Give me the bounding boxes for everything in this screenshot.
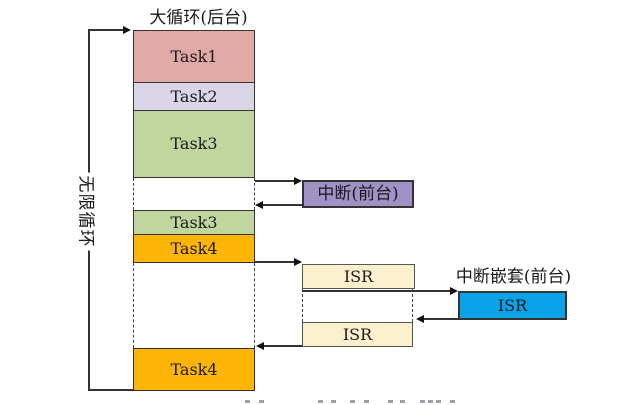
loop-top-line — [88, 29, 125, 31]
isr-gap-dash-left — [302, 289, 303, 322]
arrow-return-from-interrupt-head-icon — [255, 201, 263, 209]
task-segment-task1: Task1 — [133, 30, 255, 83]
arrow-to-nested-isr-head-icon — [450, 287, 458, 295]
arrow-to-interrupt-line — [255, 180, 296, 182]
arrow-return-from-nested-head-icon — [416, 315, 424, 323]
cutoff-caption-mark — [331, 400, 336, 403]
task-segment-task3-resumed: Task3 — [133, 210, 255, 235]
cutoff-caption-mark — [420, 400, 425, 403]
cutoff-caption-mark — [428, 400, 433, 403]
cutoff-caption-mark — [350, 400, 355, 403]
task-segment-task4-resumed: Task4 — [133, 348, 255, 391]
arrow-to-interrupt-head-icon — [294, 177, 302, 185]
idle-gap-isr — [133, 263, 255, 348]
nested-interrupt-title: 中断嵌套(前台) — [455, 266, 572, 287]
arrow-return-from-interrupt-line — [261, 204, 302, 206]
loop-bottom-line — [88, 389, 134, 391]
isr-gap-dash-right — [412, 289, 413, 322]
cutoff-caption-mark — [436, 400, 441, 403]
cutoff-caption-mark — [245, 400, 250, 403]
nested-isr-box: ISR — [458, 291, 567, 320]
arrow-return-to-task4-head-icon — [256, 342, 264, 350]
loop-arrowhead-icon — [123, 26, 131, 34]
arrow-to-isr1-line — [255, 261, 296, 263]
cutoff-caption-mark — [259, 400, 264, 403]
cutoff-caption-mark — [364, 400, 369, 403]
idle-gap-interrupt — [133, 178, 255, 210]
cutoff-caption-mark — [450, 400, 455, 403]
arrow-to-isr1-head-icon — [294, 258, 302, 266]
arrow-to-nested-isr-line — [302, 290, 452, 292]
infinite-loop-label: 无限循环 — [63, 172, 113, 250]
cutoff-caption-mark — [388, 400, 393, 403]
isr1-box: ISR — [302, 264, 415, 289]
interrupt-foreground-box: 中断(前台) — [302, 180, 414, 208]
task-segment-task3: Task3 — [133, 110, 255, 178]
arrow-return-from-nested-line — [423, 318, 458, 320]
task-segment-task4: Task4 — [133, 234, 255, 263]
arrow-return-to-task4-line — [263, 345, 302, 347]
cutoff-caption-mark — [400, 400, 405, 403]
cutoff-caption-mark — [318, 400, 323, 403]
isr2-box: ISR — [302, 322, 413, 347]
background-loop-title: 大循环(后台) — [149, 7, 248, 28]
task-segment-task2: Task2 — [133, 82, 255, 111]
